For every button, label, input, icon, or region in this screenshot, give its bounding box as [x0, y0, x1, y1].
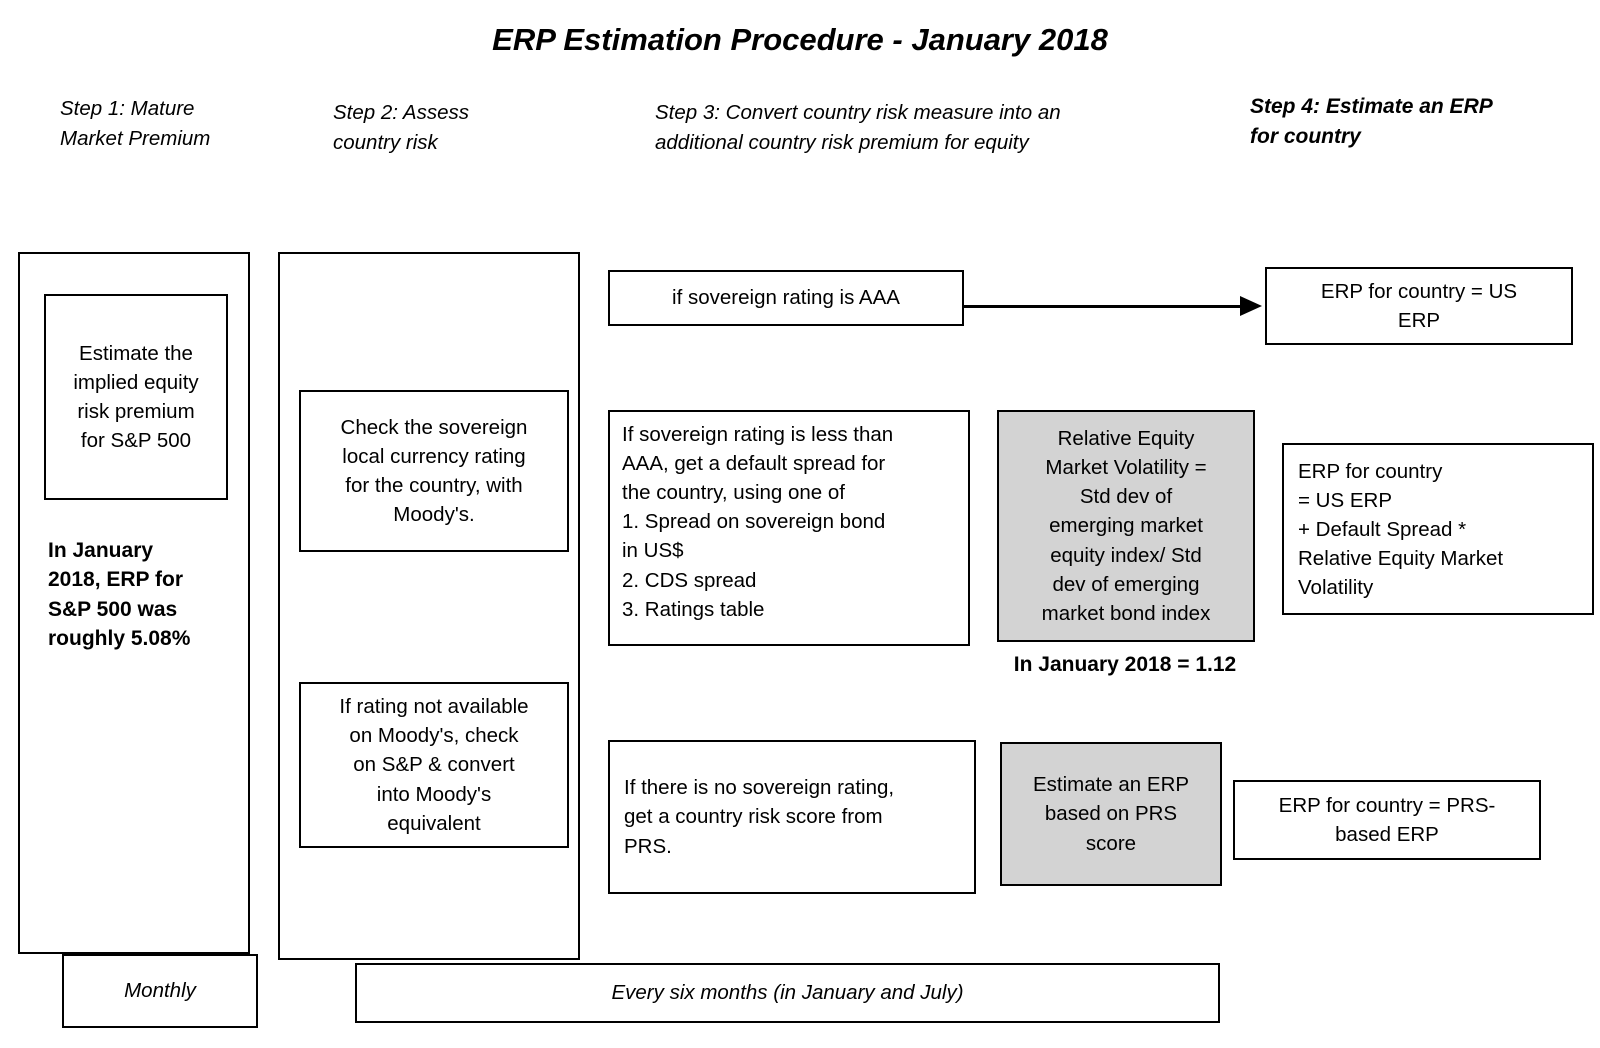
estimate-erp-sp500-box: Estimate the implied equity risk premium… — [44, 294, 228, 500]
step2-header: Step 2: Assess country risk — [333, 101, 469, 154]
relative-equity-volatility-box: Relative Equity Market Volatility = Std … — [997, 410, 1255, 642]
step1-header: Step 1: Mature Market Premium — [60, 97, 211, 150]
step4-header: Step 4: Estimate an ERP for country — [1250, 95, 1493, 149]
estimate-erp-prs-box: Estimate an ERP based on PRS score — [1000, 742, 1222, 886]
monthly-frequency-box: Monthly — [62, 954, 258, 1028]
arrow-head-icon — [1240, 296, 1262, 316]
prs-country-risk-score-box: If there is no sovereign rating, get a c… — [608, 740, 976, 894]
january-2018-erp-note: In January 2018, ERP for S&P 500 was rou… — [48, 539, 191, 651]
default-spread-options-box: If sovereign rating is less than AAA, ge… — [608, 410, 970, 646]
step2-column-container — [278, 252, 580, 960]
erp-formula-box: ERP for country = US ERP + Default Sprea… — [1282, 443, 1594, 615]
check-moodys-rating-box: Check the sovereign local currency ratin… — [299, 390, 569, 552]
volatility-value-note: In January 2018 = 1.12 — [1013, 653, 1237, 676]
six-months-frequency-box: Every six months (in January and July) — [355, 963, 1220, 1023]
erp-equals-us-erp-box: ERP for country = US ERP — [1265, 267, 1573, 345]
step3-header: Step 3: Convert country risk measure int… — [655, 101, 1061, 154]
arrow-line-aaa-to-us-erp — [964, 305, 1244, 308]
sovereign-rating-aaa-box: if sovereign rating is AAA — [608, 270, 964, 326]
sp-fallback-rating-box: If rating not available on Moody's, chec… — [299, 682, 569, 848]
page-title: ERP Estimation Procedure - January 2018 — [492, 22, 1108, 57]
erp-equals-prs-erp-box: ERP for country = PRS- based ERP — [1233, 780, 1541, 860]
